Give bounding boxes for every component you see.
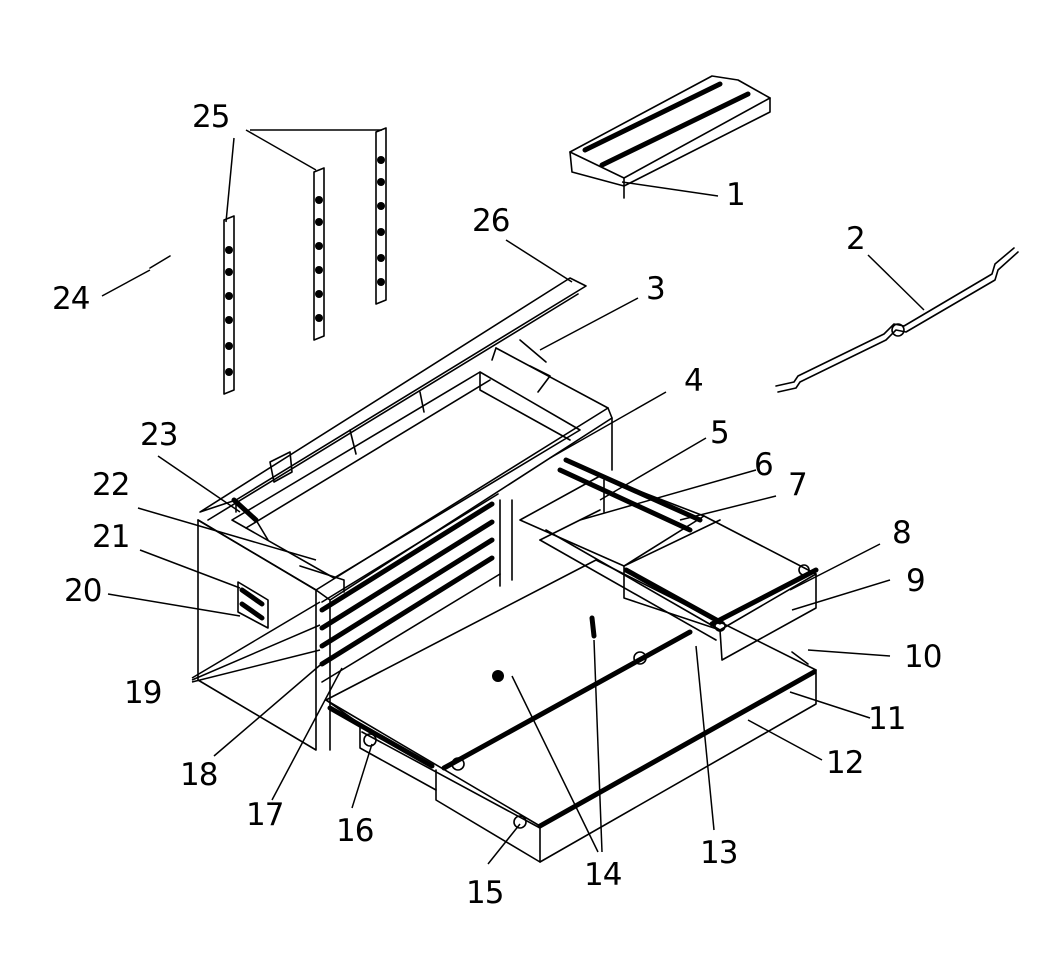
callout-3: 3 xyxy=(646,271,666,307)
lower-drawer xyxy=(325,559,817,863)
callout-12: 12 xyxy=(826,745,864,781)
callout-15: 15 xyxy=(466,875,504,911)
part-25-strips xyxy=(223,127,387,395)
callout-17: 17 xyxy=(246,797,284,833)
callout-4: 4 xyxy=(684,363,704,399)
callout-7: 7 xyxy=(788,467,808,503)
callout-21: 21 xyxy=(92,519,130,555)
callout-22: 22 xyxy=(92,467,130,503)
callout-2: 2 xyxy=(846,221,866,257)
callout-19: 19 xyxy=(124,675,162,711)
callout-5: 5 xyxy=(710,415,730,451)
callout-8: 8 xyxy=(892,515,912,551)
part-1-top-tray xyxy=(569,75,771,199)
callout-9: 9 xyxy=(906,563,926,599)
callout-23: 23 xyxy=(140,417,178,453)
callout-18: 18 xyxy=(180,757,218,793)
callout-11: 11 xyxy=(868,701,906,737)
callout-13: 13 xyxy=(700,835,738,871)
callout-10: 10 xyxy=(904,639,942,675)
part-2-rod xyxy=(775,247,1019,393)
callout-6: 6 xyxy=(754,447,774,483)
callout-14: 14 xyxy=(584,857,622,893)
callout-25: 25 xyxy=(192,99,230,135)
callout-26: 26 xyxy=(472,203,510,239)
callout-20: 20 xyxy=(64,573,102,609)
callout-24: 24 xyxy=(52,281,90,317)
chest-body xyxy=(197,339,613,751)
leader-lines xyxy=(101,129,925,865)
callout-16: 16 xyxy=(336,813,374,849)
upper-drawer xyxy=(519,457,819,661)
callout-1: 1 xyxy=(726,177,746,213)
part-24-pin xyxy=(149,255,171,269)
